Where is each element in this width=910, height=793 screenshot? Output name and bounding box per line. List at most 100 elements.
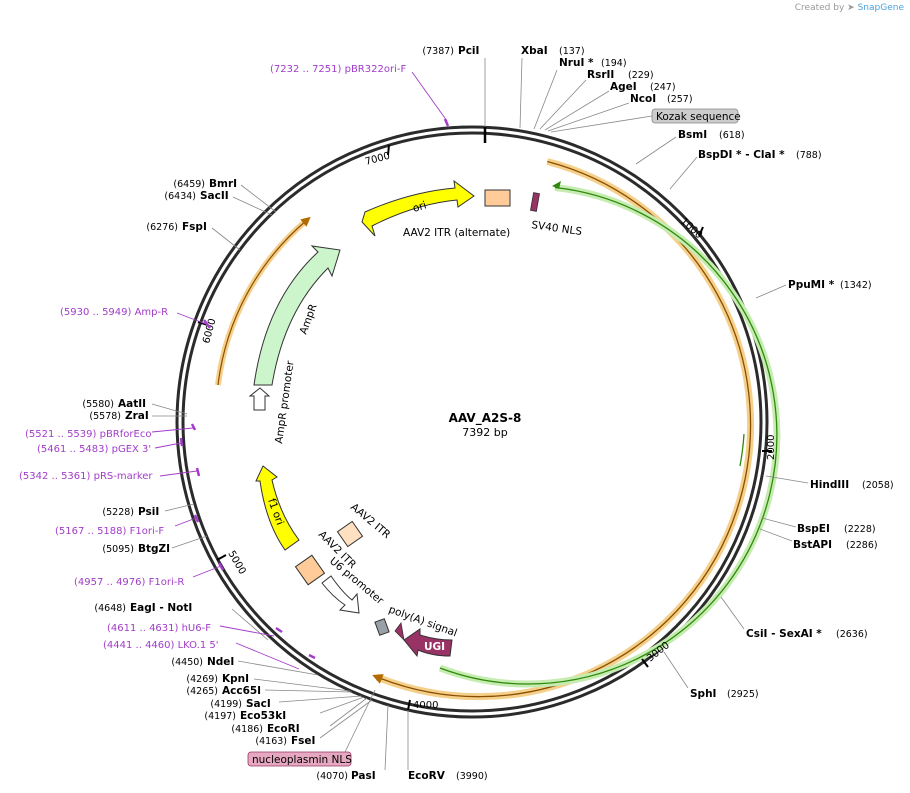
tick-label-4000: 4000	[413, 700, 438, 711]
enzyme-name: NcoI	[630, 93, 656, 105]
primer-f1ori-f: (5167 .. 5188) F1ori-F	[55, 514, 200, 537]
enzyme-name: KpnI	[222, 673, 249, 685]
primer-prs-marker: (5342 .. 5361) pRS-marker	[19, 467, 201, 482]
ori-label: ori	[411, 199, 428, 214]
enzyme-name: RsrII	[587, 69, 614, 81]
primer-label: (4441 .. 4460) LKO.1 5'	[103, 640, 218, 651]
enzyme-pos: (5095)	[102, 544, 134, 555]
primer-lko1-5: (4441 .. 4460) LKO.1 5'	[103, 640, 316, 670]
nucleoplasmin-nls-label: nucleoplasmin NLS	[247, 689, 376, 767]
primer-label: (5342 .. 5361) pRS-marker	[19, 471, 153, 482]
enzyme-sphi: SphI (2925)	[663, 651, 759, 700]
enzyme-pos: (2925)	[727, 689, 759, 700]
tick-4000: 4000	[407, 699, 438, 711]
orf-inner-arc	[439, 186, 778, 685]
sv40-nls-label: SV40 NLS	[531, 219, 583, 238]
enzyme-pcii: (7387) PciI	[422, 45, 486, 127]
enzyme-pos: (2636)	[836, 629, 868, 640]
enzyme-pos: (6459)	[173, 179, 205, 190]
enzyme-bspei: BspEI (2228)	[761, 517, 876, 535]
enzyme-pos: (4265)	[186, 686, 218, 697]
enzyme-name: CsiI - SexAI *	[746, 628, 822, 640]
enzyme-name: AatII	[118, 398, 146, 410]
enzyme-pos: (4163)	[255, 736, 287, 747]
primer-pbr322ori-f: (7232 .. 7251) pBR322ori-F	[270, 64, 450, 127]
enzyme-agei: AgeI (247)	[544, 81, 676, 131]
enzyme-name: BsmI	[678, 129, 707, 141]
enzyme-name: FspI	[182, 221, 207, 233]
snapgene-logo-icon: ➤	[847, 3, 855, 13]
plasmid-length: 7392 bp	[462, 426, 507, 439]
enzyme-pos: (3990)	[456, 771, 488, 782]
enzyme-pos: (137)	[559, 46, 585, 57]
f1-ori-feature: f1 ori	[255, 465, 300, 551]
enzyme-pos: (2286)	[846, 540, 878, 551]
enzyme-nrui: NruI * (194)	[533, 57, 627, 130]
enzyme-pos: (788)	[796, 150, 822, 161]
enzyme-pos: (4070)	[316, 771, 348, 782]
enzyme-name: SacII	[200, 190, 229, 202]
orf-inner-arrowhead	[552, 181, 561, 189]
enzyme-pasi: (4070) PasI	[316, 704, 389, 782]
enzyme-sacii: (6434) SacII	[164, 190, 273, 216]
enzyme-bstapi: BstAPI (2286)	[759, 528, 878, 551]
enzyme-pos: (2228)	[844, 524, 876, 535]
primer-label: (4611 .. 4631) hU6-F	[107, 623, 211, 634]
orf-left-arc	[217, 216, 311, 386]
enzyme-name: AgeI	[610, 81, 637, 93]
enzyme-name: Eco53kI	[240, 710, 286, 722]
enzyme-eco53ki: (4197) Eco53kI	[204, 696, 365, 722]
enzyme-pos: (4199)	[210, 699, 242, 710]
enzyme-name: ZraI	[125, 410, 149, 422]
primer-label: (5461 .. 5483) pGEX 3'	[37, 444, 151, 455]
enzyme-xbai: XbaI (137)	[519, 45, 585, 129]
enzyme-btgzi: (5095) BtgZI	[102, 535, 208, 555]
primer-label: (5930 .. 5949) Amp-R	[60, 307, 168, 318]
itr-alt-label: AAV2 ITR (alternate)	[403, 227, 510, 239]
enzyme-name: EagI - NotI	[130, 602, 192, 614]
enzyme-name: EcoRV	[408, 770, 446, 782]
enzyme-eagi-noti: (4648) EagI - NotI	[94, 602, 269, 641]
enzyme-name: SacI	[246, 698, 271, 710]
ugi-feature: UGI	[403, 628, 453, 658]
enzyme-bspdi-clai: BspDI * - ClaI * (788)	[669, 149, 822, 190]
tick-label-5000: 5000	[225, 549, 247, 577]
primer-pgex3: (5461 .. 5483) pGEX 3'	[37, 437, 184, 455]
enzyme-name: BstAPI	[793, 539, 832, 551]
primer-label: (7232 .. 7251) pBR322ori-F	[270, 64, 406, 75]
plasmid-name: AAV_A2S-8	[449, 411, 522, 426]
enzyme-rsrii: RsrII (229)	[539, 69, 654, 130]
enzyme-pos: (4269)	[186, 674, 218, 685]
enzyme-pos: (5228)	[102, 507, 134, 518]
ampr-label: AmpR	[298, 302, 320, 336]
primer-hu6-f: (4611 .. 4631) hU6-F	[107, 623, 283, 637]
enzyme-fsei: (4163) FseI	[255, 699, 373, 747]
enzyme-saci: (4199) SacI	[210, 695, 363, 710]
enzyme-name: XbaI	[521, 45, 548, 57]
enzyme-name: PsiI	[138, 506, 159, 518]
watermark-brand: SnapGene	[857, 3, 904, 13]
enzyme-ppumi: PpuMI * (1342)	[755, 279, 872, 299]
ampr-promoter-label: AmpR promoter	[273, 359, 297, 444]
snapgene-watermark: Created by ➤ SnapGene	[795, 3, 904, 13]
enzyme-name: EcoRI	[267, 723, 300, 735]
enzyme-pos: (194)	[601, 58, 627, 69]
enzyme-pos: (229)	[628, 70, 654, 81]
itr-alt-box	[484, 189, 511, 207]
tick-label-2000: 2000	[766, 435, 777, 460]
ugi-label: UGI	[424, 641, 445, 653]
backbone-inner	[181, 131, 763, 713]
kozak-text: Kozak sequence	[656, 111, 741, 123]
enzyme-name: FseI	[291, 735, 315, 747]
enzyme-pos: (4450)	[171, 657, 203, 668]
itr-box	[336, 520, 364, 548]
enzyme-ncoi: NcoI (257)	[547, 93, 693, 132]
enzyme-pos: (5578)	[89, 411, 121, 422]
watermark-prefix: Created by	[794, 3, 845, 13]
enzyme-pos: (4648)	[94, 603, 126, 614]
enzyme-pos: (6434)	[164, 191, 196, 202]
enzyme-hindiii: HindIII (2058)	[765, 475, 894, 491]
enzyme-psii: (5228) PsiI	[102, 503, 195, 518]
enzyme-fspi: (6276) FspI	[146, 221, 241, 251]
